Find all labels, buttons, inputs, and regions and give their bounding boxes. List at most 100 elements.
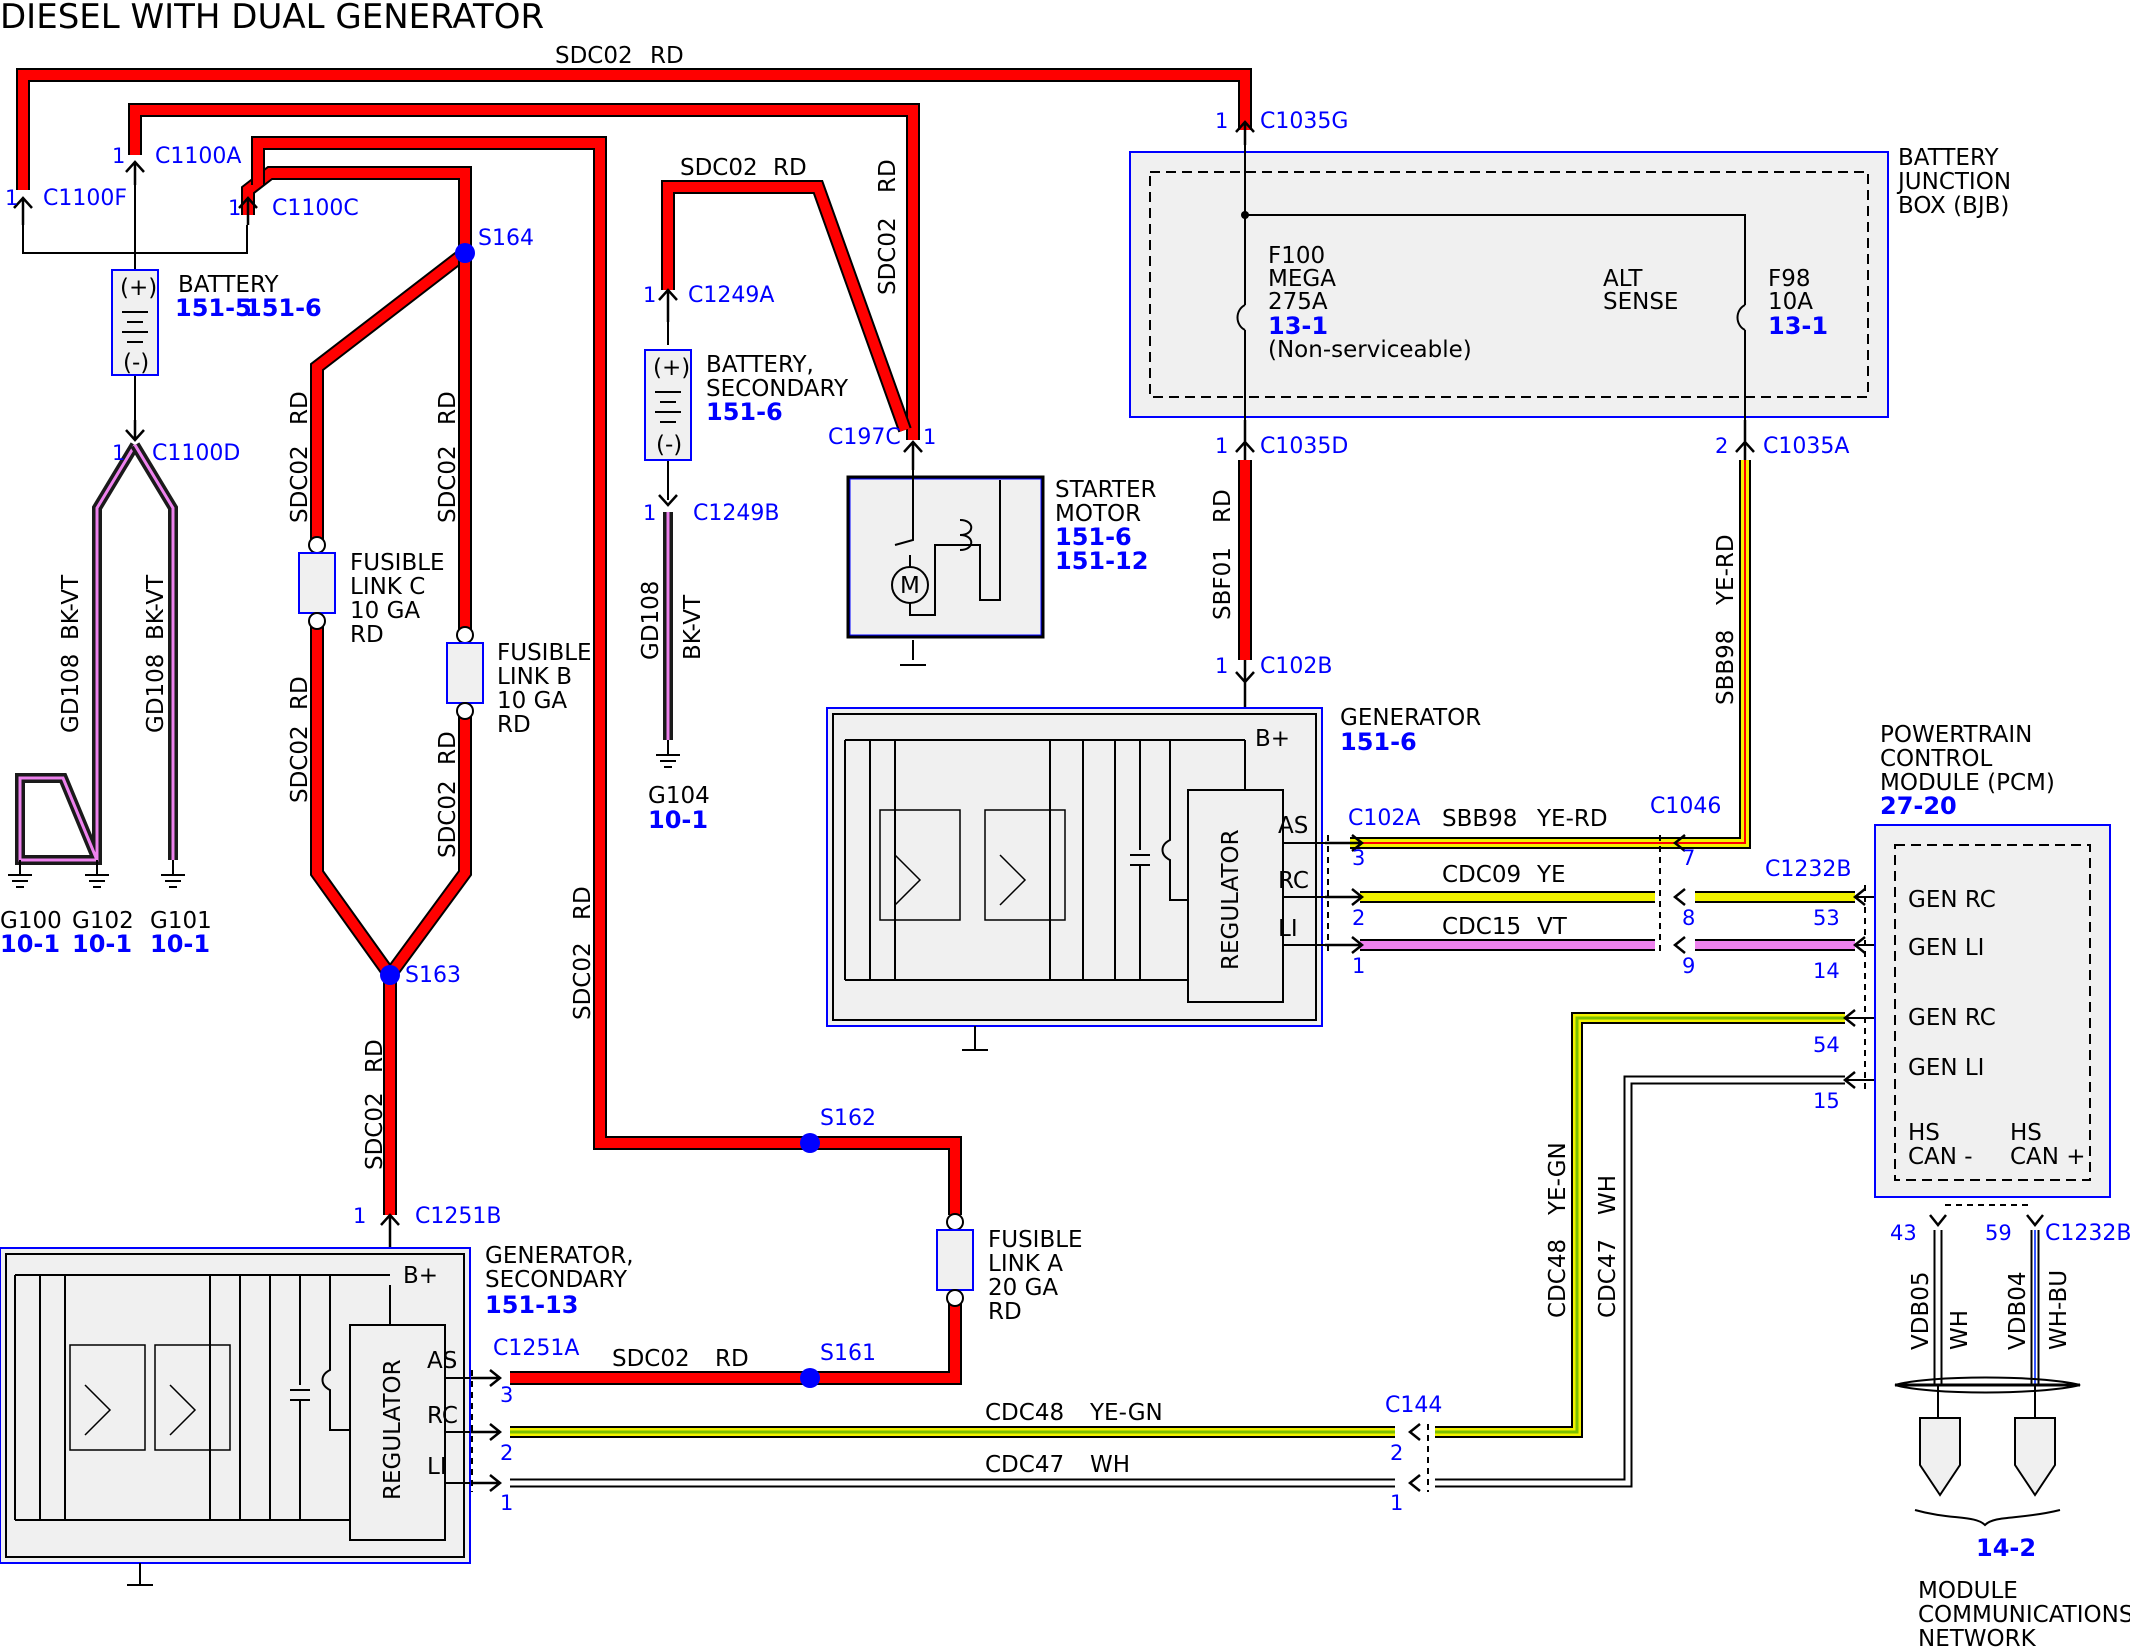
svg-text:WH: WH — [1595, 1175, 1621, 1215]
c1249b-label[interactable]: C1249B — [693, 501, 779, 526]
svg-text:1: 1 — [5, 186, 18, 210]
svg-text:GEN RC: GEN RC — [1908, 1005, 1996, 1031]
g101-ref[interactable]: 10-1 — [150, 930, 210, 958]
svg-text:G100: G100 — [0, 908, 62, 934]
f100-ref[interactable]: 13-1 — [1268, 312, 1328, 340]
svg-text:CDC48: CDC48 — [1545, 1239, 1571, 1318]
g100-ref[interactable]: 10-1 — [0, 930, 60, 958]
c1035a-label[interactable]: C1035A — [1763, 434, 1849, 459]
pcm: POWERTRAIN CONTROL MODULE (PCM) 27-20 GE… — [1874, 722, 2111, 1198]
battery-secondary: (+) (-) BATTERY, SECONDARY 151-6 — [644, 349, 849, 461]
svg-text:VDB05: VDB05 — [1908, 1272, 1934, 1351]
c102a-label[interactable]: C102A — [1348, 806, 1420, 831]
svg-text:B+: B+ — [1255, 726, 1290, 752]
svg-text:RD: RD — [362, 1039, 388, 1073]
c1232b-can-label[interactable]: C1232B — [2045, 1221, 2130, 1246]
s164-label[interactable]: S164 — [478, 226, 534, 251]
svg-text:GD108: GD108 — [58, 654, 84, 733]
battery: (+) (-) BATTERY 151-5 151-6 — [111, 269, 322, 376]
wire-sbb98 — [1350, 460, 1751, 849]
network-ref[interactable]: 14-2 — [1976, 1534, 2036, 1562]
svg-text:BOX (BJB): BOX (BJB) — [1898, 193, 2009, 219]
splices — [380, 243, 820, 1388]
c1100a-label[interactable]: C1100A — [155, 144, 241, 169]
c1046-label[interactable]: C1046 — [1650, 794, 1721, 819]
generator-secondary: REGULATOR GENERATOR, SECONDARY 151-13 B+… — [0, 1243, 634, 1586]
wire-labels: SDC02 RD SDC02 RD SDC02 RD SDC02 RD SDC0… — [58, 43, 2072, 1478]
svg-text:CDC09: CDC09 — [1442, 862, 1521, 888]
svg-text:54: 54 — [1813, 1033, 1840, 1057]
f98-ref[interactable]: 13-1 — [1768, 312, 1828, 340]
svg-text:1: 1 — [228, 196, 241, 220]
svg-text:SDC02: SDC02 — [287, 445, 313, 523]
svg-text:SDC02: SDC02 — [680, 155, 758, 181]
c197c-label[interactable]: C197C — [828, 425, 901, 450]
signal-wires — [22, 185, 2040, 1488]
svg-text:1: 1 — [643, 501, 656, 525]
battery-junction-box: BATTERY JUNCTION BOX (BJB) F100 MEGA 275… — [1129, 145, 2011, 420]
svg-text:AS: AS — [1278, 813, 1308, 839]
battery-ref-1[interactable]: 151-5 — [175, 294, 252, 322]
svg-text:F100: F100 — [1268, 243, 1325, 269]
svg-text:LINK A: LINK A — [988, 1251, 1063, 1277]
splice-s163 — [380, 965, 400, 985]
c144-label[interactable]: C144 — [1385, 1393, 1442, 1418]
svg-text:REGULATOR: REGULATOR — [1218, 829, 1244, 970]
c1100d-label[interactable]: C1100D — [152, 441, 240, 466]
svg-text:SDC02: SDC02 — [570, 942, 596, 1020]
svg-text:SDC02: SDC02 — [287, 725, 313, 803]
svg-text:FUSIBLE: FUSIBLE — [988, 1227, 1083, 1253]
svg-text:LI: LI — [1278, 916, 1298, 942]
c1100c-label[interactable]: C1100C — [272, 196, 359, 221]
battery-secondary-ref[interactable]: 151-6 — [706, 398, 783, 426]
svg-text:1: 1 — [1390, 1491, 1403, 1515]
svg-text:RD: RD — [287, 391, 313, 425]
s163-label[interactable]: S163 — [405, 963, 461, 988]
svg-text:10 GA: 10 GA — [350, 598, 420, 624]
svg-text:SECONDARY: SECONDARY — [706, 376, 849, 402]
c102b-label[interactable]: C102B — [1260, 654, 1332, 679]
svg-text:B+: B+ — [403, 1263, 438, 1289]
svg-text:RD: RD — [350, 622, 384, 648]
g102-ref[interactable]: 10-1 — [72, 930, 132, 958]
c1035d-label[interactable]: C1035D — [1260, 434, 1348, 459]
svg-text:1: 1 — [112, 144, 125, 168]
starter-ref-2[interactable]: 151-12 — [1055, 547, 1148, 575]
c1232b-label[interactable]: C1232B — [1765, 857, 1851, 882]
battery-label: BATTERY — [178, 272, 279, 298]
svg-text:YE-RD: YE-RD — [1536, 806, 1608, 832]
wire-gd108-g101 — [130, 442, 178, 860]
svg-text:YE: YE — [1536, 862, 1566, 888]
svg-text:(-): (-) — [123, 350, 149, 376]
c1100f-label[interactable]: C1100F — [43, 186, 127, 211]
svg-text:1: 1 — [923, 425, 936, 449]
splice-s164 — [455, 243, 475, 263]
generator-ref[interactable]: 151-6 — [1340, 728, 1417, 756]
svg-text:POWERTRAIN: POWERTRAIN — [1880, 722, 2032, 748]
c1251b-label[interactable]: C1251B — [415, 1204, 501, 1229]
svg-text:GEN RC: GEN RC — [1908, 887, 1996, 913]
s162-label[interactable]: S162 — [820, 1106, 876, 1131]
svg-text:RD: RD — [875, 159, 901, 193]
svg-text:20 GA: 20 GA — [988, 1275, 1058, 1301]
svg-text:GENERATOR: GENERATOR — [1340, 705, 1481, 731]
c1251a-label[interactable]: C1251A — [493, 1336, 579, 1361]
c1249a-label[interactable]: C1249A — [688, 283, 774, 308]
starter-ref-1[interactable]: 151-6 — [1055, 523, 1132, 551]
red-wires — [16, 68, 1252, 1385]
battery-ref-2[interactable]: 151-6 — [245, 294, 322, 322]
c1035g-label[interactable]: C1035G — [1260, 109, 1348, 134]
svg-text:SBB98: SBB98 — [1442, 806, 1517, 832]
svg-text:RD: RD — [435, 731, 461, 765]
s161-label[interactable]: S161 — [820, 1341, 876, 1366]
pcm-ref[interactable]: 27-20 — [1880, 792, 1957, 820]
svg-text:1: 1 — [1215, 654, 1228, 678]
svg-text:G104: G104 — [648, 783, 710, 809]
generator-secondary-ref[interactable]: 151-13 — [485, 1291, 578, 1319]
svg-text:CAN +: CAN + — [2010, 1144, 2086, 1170]
svg-text:WH: WH — [1090, 1452, 1130, 1478]
g104-ref[interactable]: 10-1 — [648, 806, 708, 834]
svg-text:BATTERY,: BATTERY, — [706, 352, 814, 378]
svg-text:RD: RD — [435, 391, 461, 425]
svg-text:GD108: GD108 — [143, 654, 169, 733]
